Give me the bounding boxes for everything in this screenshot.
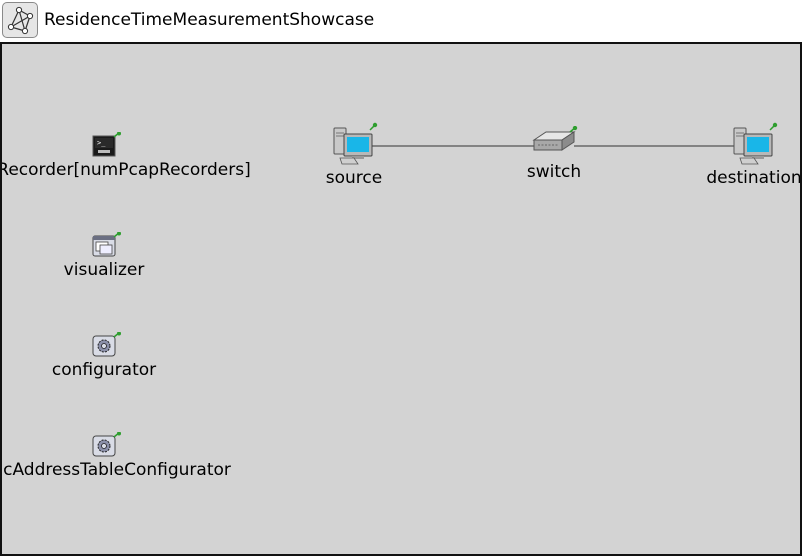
svg-text:>_: >_: [97, 139, 106, 147]
ethernet-switch-icon: [532, 126, 578, 151]
source-label: source: [325, 168, 383, 188]
workstation-icon: [733, 122, 778, 165]
connections-layer: [372, 145, 736, 147]
destination-host-module[interactable]: [732, 122, 780, 166]
mac-table-configurator-label: cAddressTableConfigurator: [3, 460, 231, 480]
title-bar: ResidenceTimeMeasurementShowcase: [0, 0, 802, 42]
source-host-module[interactable]: [332, 122, 380, 166]
visualizer-window-icon: [92, 232, 121, 257]
configurator-module[interactable]: [92, 332, 122, 360]
pcap-recorder-module[interactable]: >_: [92, 132, 122, 160]
gear-icon: [92, 332, 121, 357]
network-icon[interactable]: [2, 2, 38, 38]
window-title: ResidenceTimeMeasurementShowcase: [44, 10, 375, 30]
pcap-recorder-label: Recorder[numPcapRecorders]: [0, 160, 251, 180]
gear-icon: [92, 432, 121, 457]
network-canvas[interactable]: >_ Recorder[numPcapRecorders] visualizer…: [0, 42, 802, 556]
switch-label: switch: [526, 162, 582, 182]
configurator-label: configurator: [51, 360, 157, 380]
visualizer-label: visualizer: [63, 260, 145, 280]
mac-table-configurator-module[interactable]: [92, 432, 122, 460]
workstation-icon: [333, 122, 378, 165]
switch-module[interactable]: [532, 126, 580, 158]
pcap-recorder-icon: >_: [92, 132, 121, 157]
destination-label: destination: [706, 168, 802, 188]
visualizer-module[interactable]: [92, 232, 122, 260]
